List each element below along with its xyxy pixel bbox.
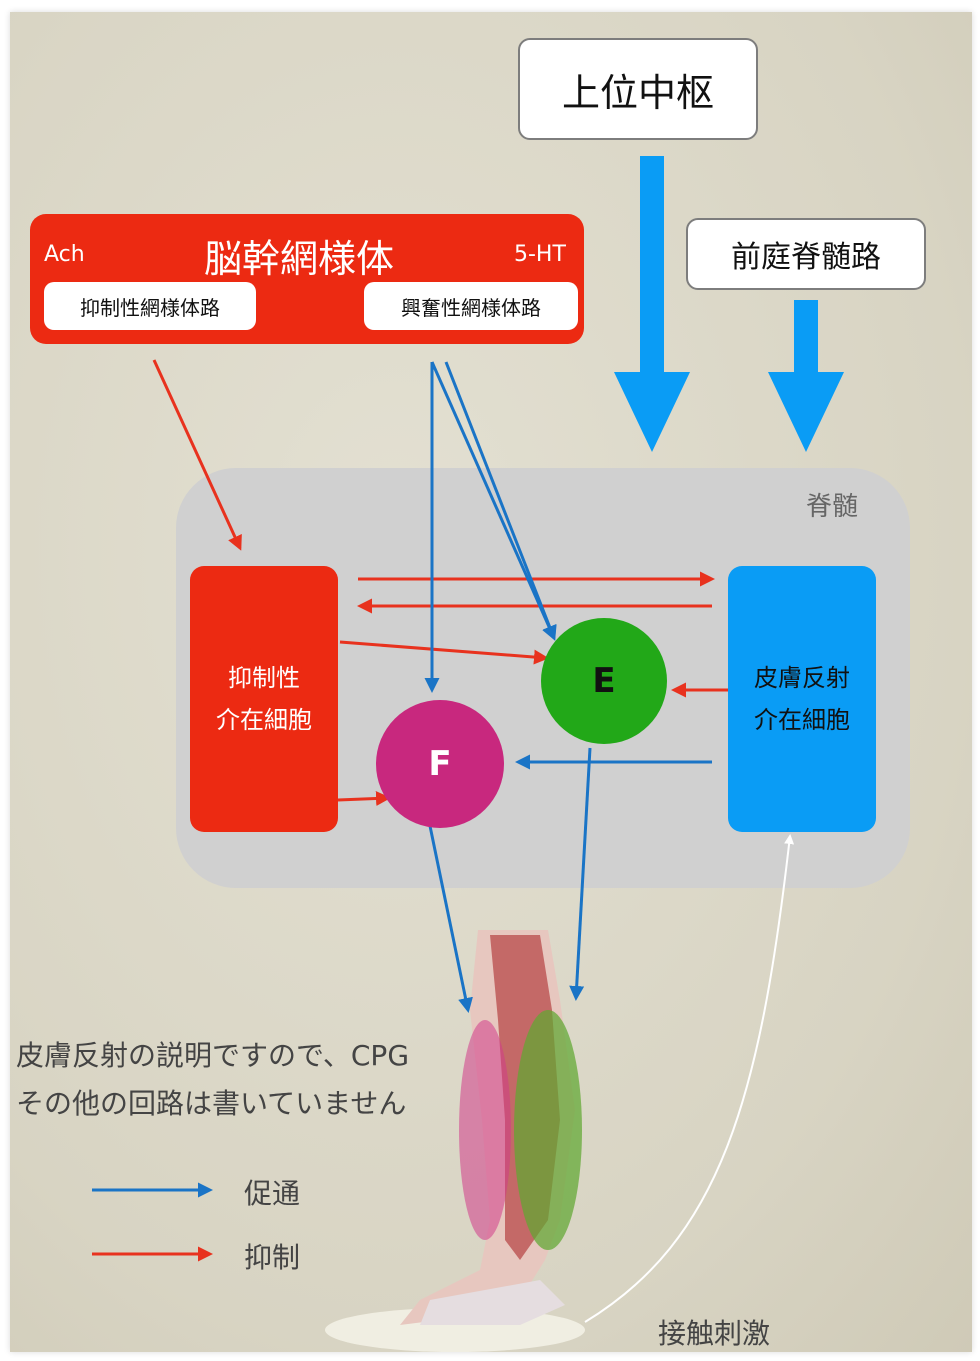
inhibitory-path-label: 抑制性網様体路: [80, 295, 220, 320]
facilitation-arrows: [424, 361, 712, 1013]
flexor-motor-node: F: [376, 700, 504, 828]
extensor-muscle: [514, 1010, 582, 1250]
extensor-node-label: E: [592, 661, 616, 701]
contact-stimulus-pathway: [584, 834, 795, 1323]
skin-reflex-line1: 皮膚反射: [754, 664, 850, 692]
extensor-motor-node: E: [541, 618, 667, 744]
flexor-node-label: F: [428, 744, 452, 784]
ach-tag: Ach: [44, 242, 85, 267]
leg-illustration: [325, 930, 585, 1352]
descending-facilitation-arrows: [614, 156, 844, 452]
inhibitory-interneuron-line1: 抑制性: [228, 664, 300, 692]
note-line-2: その他の回路は書いていません: [16, 1087, 407, 1120]
inhibitory-reticulospinal-path: 抑制性網様体路: [44, 282, 256, 330]
higher-center-box: 上位中枢: [518, 38, 758, 140]
contact-stimulus-label: 接触刺激: [658, 1317, 771, 1350]
flexor-muscle: [459, 1020, 511, 1240]
vestibulospinal-box: 前庭脊髄路: [686, 218, 926, 290]
vestibulospinal-label: 前庭脊髄路: [731, 240, 881, 275]
skin-reflex-line2: 介在細胞: [754, 706, 850, 734]
brainstem-title: 脳幹網様体: [204, 237, 395, 281]
serotonin-tag: 5-HT: [514, 242, 566, 267]
note-line-1: 皮膚反射の説明ですので、CPG: [16, 1039, 410, 1072]
inhibitory-interneuron-line2: 介在細胞: [216, 706, 312, 734]
legend-inhibition-label: 抑制: [244, 1241, 301, 1274]
legend-facilitation-label: 促通: [244, 1177, 301, 1210]
inhibitory-interneuron: 抑制性 介在細胞: [190, 566, 338, 832]
skin-reflex-interneuron: 皮膚反射 介在細胞: [728, 566, 876, 832]
inhibition-arrows: [152, 359, 728, 806]
spinal-cord-label: 脊髄: [806, 492, 859, 522]
excitatory-reticulospinal-path: 興奮性網様体路: [364, 282, 578, 330]
higher-center-label: 上位中枢: [561, 70, 714, 115]
excitatory-path-label: 興奮性網様体路: [401, 295, 541, 320]
